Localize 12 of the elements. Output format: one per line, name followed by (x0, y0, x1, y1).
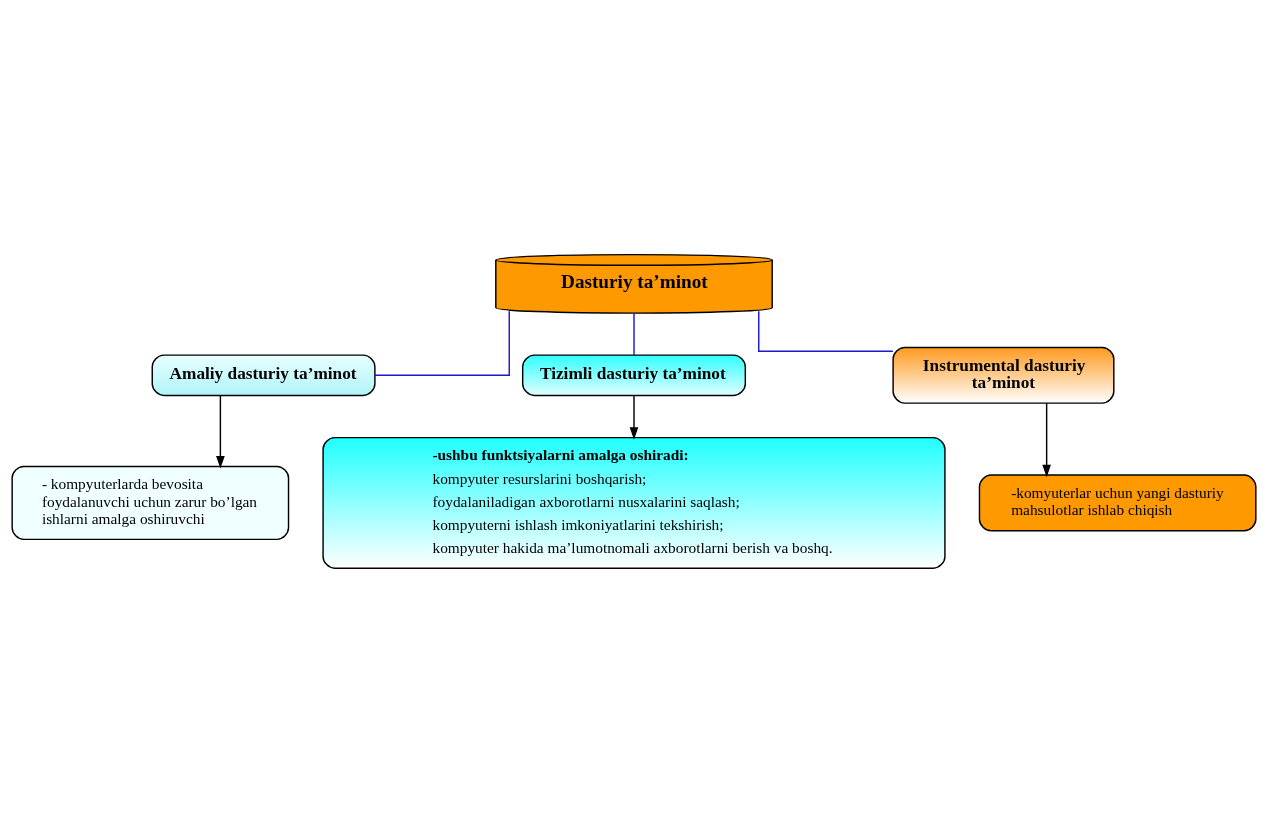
arrow (216, 394, 225, 468)
node-box: - kompyuterlarda bevosita foydalanuvchi uchun zarur bo’lgan ishlarni amalga oshiruvchi (11, 465, 290, 540)
arrow (1042, 402, 1051, 477)
connector (758, 310, 894, 352)
node-box: Tizimli dasturiy ta’minot (521, 353, 747, 396)
connector (374, 310, 510, 376)
node-box: Instrumental dasturiy ta’minot (892, 346, 1115, 404)
node-box: Amaliy dasturiy ta’minot (151, 353, 376, 396)
node-box: -ushbu funktsiyalarni amalga oshiradi: kompyuter resurslarini boshqarish; foydalaniladigan axborotlarni nusxalarini saqlash; kompyuterni ishlash imkoniyatlarini tekshirish; kompyuter hakida ma’lumotnomali axborotlarni berish va boshq. (322, 436, 946, 569)
connector (633, 311, 635, 356)
arrow (629, 394, 639, 440)
node-box: -komyuterlar uchun yangi dasturiy mahsulotlar ishlab chiqish (978, 473, 1257, 531)
